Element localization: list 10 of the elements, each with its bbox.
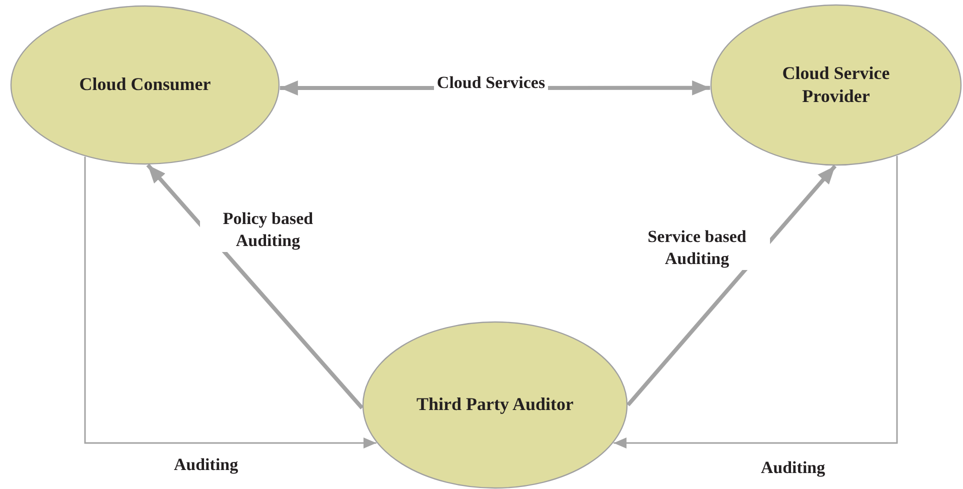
node-label: Cloud Service Provider xyxy=(781,62,891,108)
arrow xyxy=(614,156,898,448)
arrow xyxy=(84,156,376,448)
node-label: Cloud Consumer xyxy=(78,73,212,96)
arrow xyxy=(626,164,837,406)
ellipse-node xyxy=(362,321,628,489)
ellipse-node xyxy=(10,5,280,165)
ellipse-node xyxy=(710,4,962,166)
node-label: Third Party Auditor xyxy=(415,393,574,416)
arrow xyxy=(146,164,364,410)
